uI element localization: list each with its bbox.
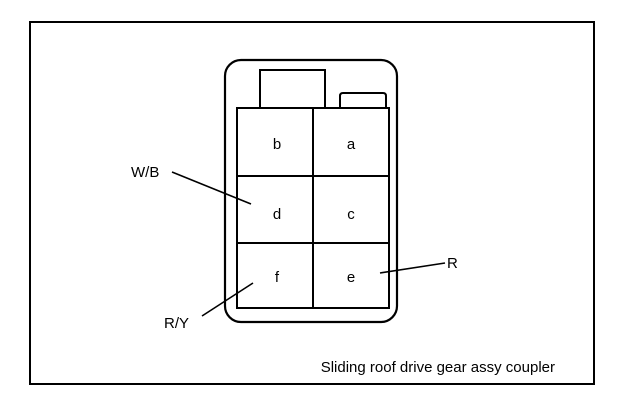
terminal-label-f: f — [275, 269, 280, 286]
coupler-lock-tab — [259, 69, 326, 108]
wire-label-wb: W/B — [131, 164, 159, 181]
terminal-label-a: a — [347, 136, 356, 153]
figure-frame — [29, 21, 595, 385]
coupler-key — [339, 92, 387, 108]
terminal-cell-e — [312, 242, 390, 309]
leader-line-wb — [171, 171, 252, 205]
terminal-label-c: c — [347, 206, 355, 223]
figure-caption: Sliding roof drive gear assy coupler — [321, 359, 555, 376]
terminal-label-b: b — [273, 136, 281, 153]
wire-label-r: R — [447, 255, 458, 272]
leader-line-ry — [201, 282, 254, 317]
wire-label-ry: R/Y — [164, 315, 189, 332]
terminal-grid — [236, 107, 390, 309]
terminal-label-e: e — [347, 269, 355, 286]
terminal-label-d: d — [273, 206, 281, 223]
leader-line-r — [379, 262, 446, 274]
coupler-housing — [223, 58, 399, 324]
